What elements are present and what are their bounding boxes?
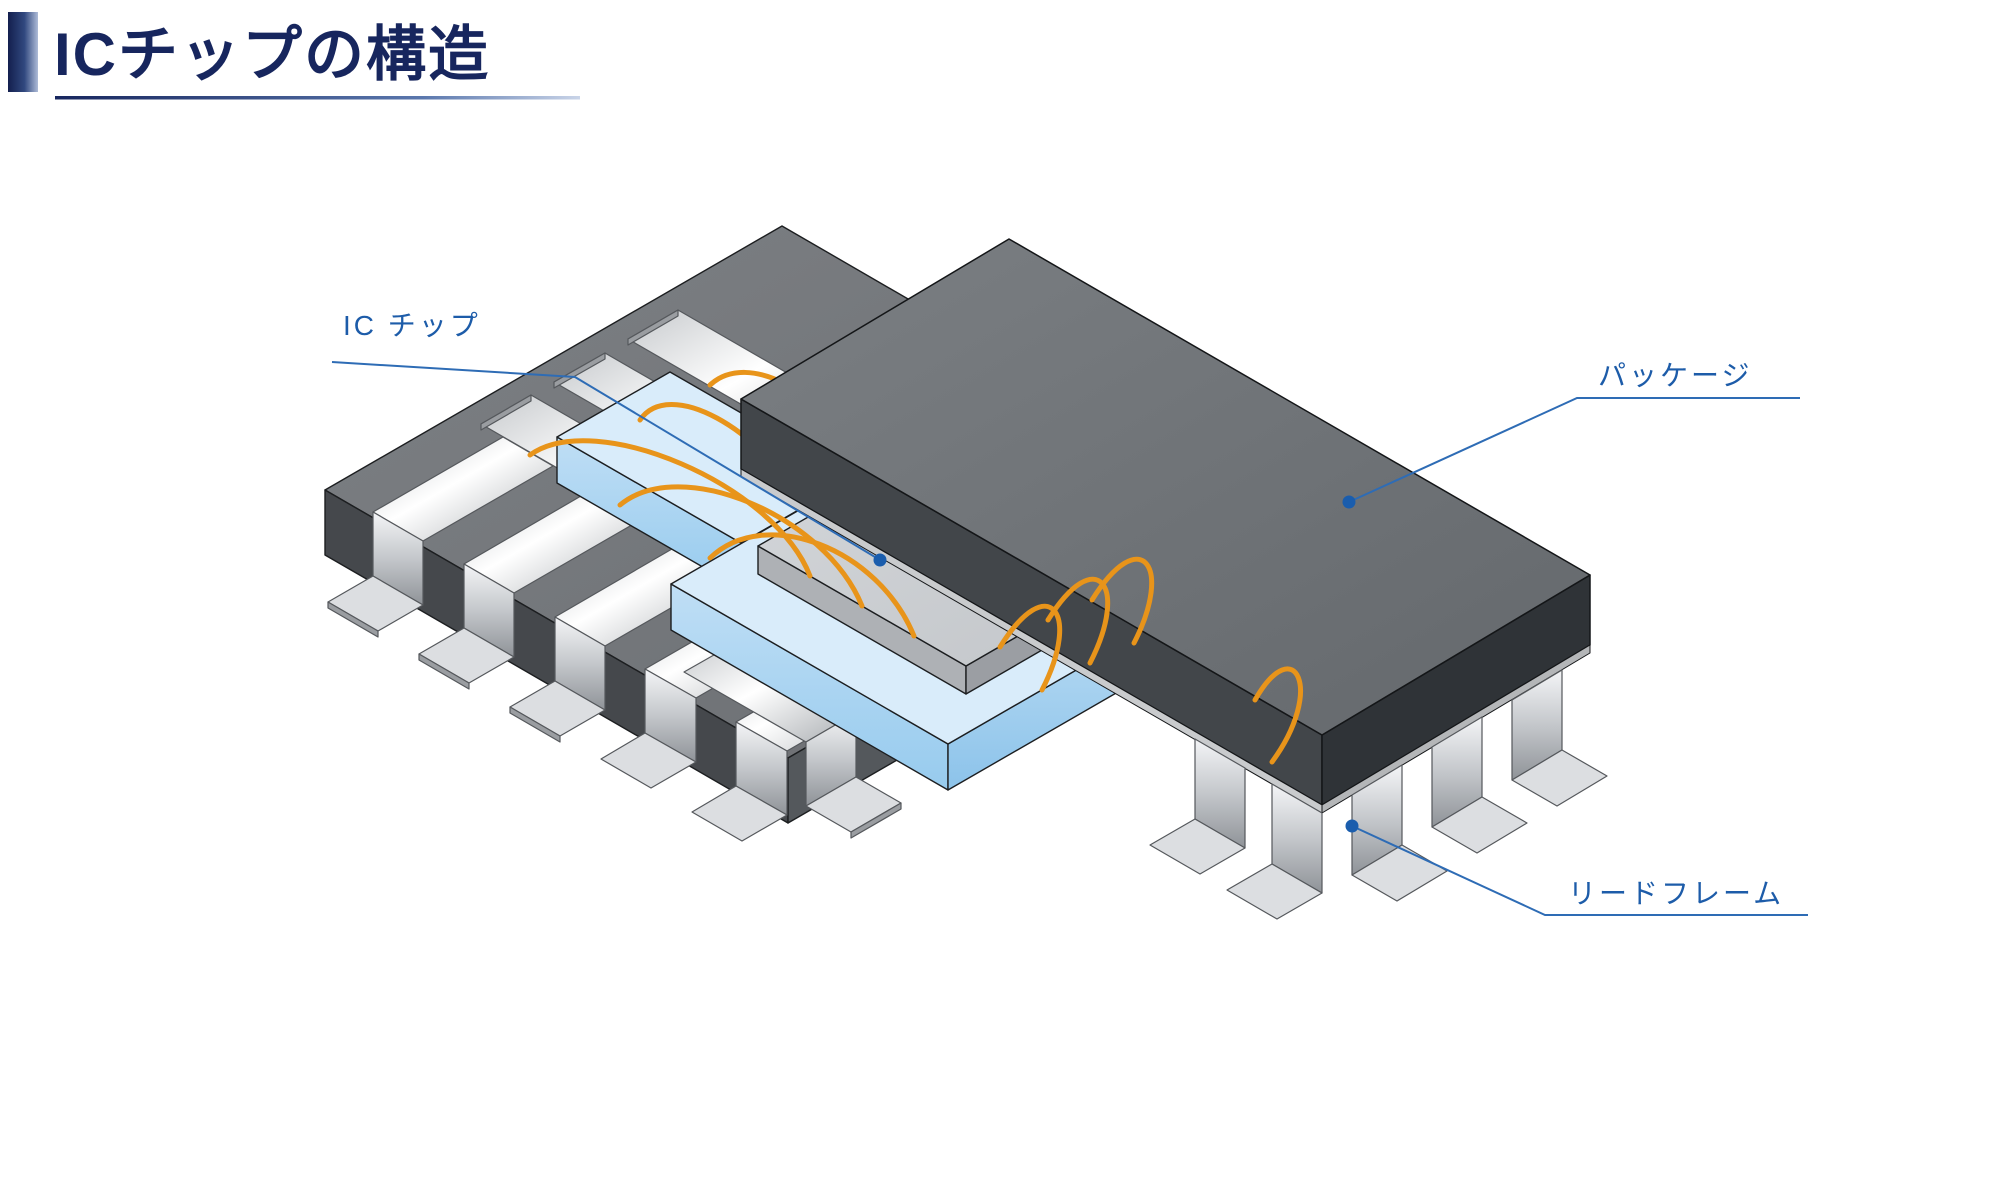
label-package: パッケージ <box>1598 360 1752 391</box>
callout-ic-chip: IC チップ <box>331 310 887 567</box>
title-underline <box>55 96 580 100</box>
package-lid <box>740 238 1591 814</box>
callout-package: パッケージ <box>1342 360 1800 509</box>
title-accent-bar <box>8 12 38 92</box>
page-title: ICチップの構造 <box>54 21 490 88</box>
label-ic-chip: IC チップ <box>343 310 481 341</box>
title-block: ICチップの構造 <box>8 12 580 100</box>
label-lead-frame: リードフレーム <box>1568 878 1784 909</box>
lead-frame-pointer-dot <box>1345 819 1359 833</box>
callout-lead-frame: リードフレーム <box>1345 819 1808 916</box>
bond-wires-right <box>997 556 1303 765</box>
package-pointer-dot <box>1342 495 1356 509</box>
ic-chip-pointer-dot <box>873 553 887 567</box>
